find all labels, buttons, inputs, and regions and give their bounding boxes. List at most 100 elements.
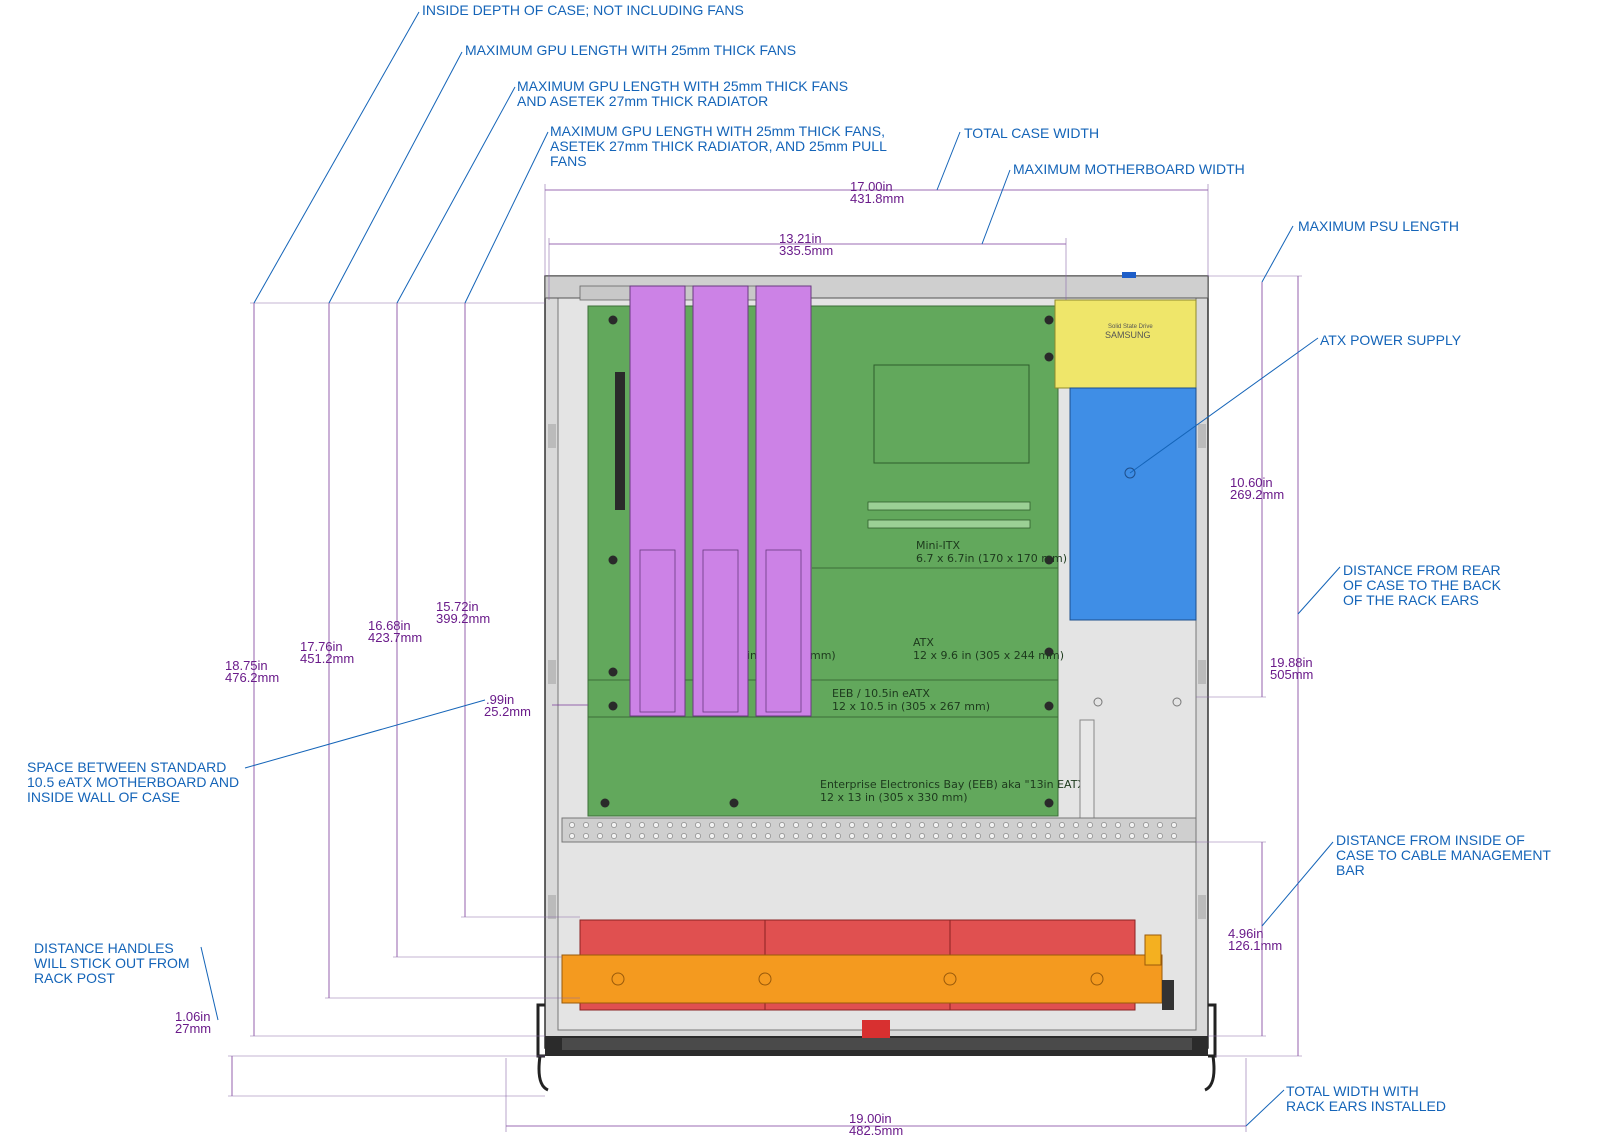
cable-bar-hole [933,833,939,839]
eeb-name: EEB / 10.5in eATX [832,687,930,700]
total-width-in: 19.00in [849,1111,892,1126]
psu-center-mark [1124,467,1136,479]
callout-gpu-pull-1: MAXIMUM GPU LENGTH WITH 25mm THICK FANS, [550,123,885,139]
cable-bar-hole [989,822,995,828]
callout-handles-2: WILL STICK OUT FROM [34,955,190,971]
cable-bar-hole [765,822,771,828]
psu-length-in: 10.60in [1230,475,1273,490]
callout-atx-psu: ATX POWER SUPPLY [1320,332,1462,348]
psu-body [1069,387,1197,621]
side-slot [548,660,556,684]
callout-psu-length: MAXIMUM PSU LENGTH [1298,218,1459,234]
callouts: INSIDE DEPTH OF CASE; NOT INCLUDING FANS… [27,2,1551,1114]
cable-bar-hole [1143,833,1149,839]
cable-bar-hole [1073,833,1079,839]
cable-bar-hole [1017,833,1023,839]
side-slot [548,424,556,448]
gap-in: .99in [486,692,514,707]
gpu-card-window [765,549,802,713]
callout-total-width-2: RACK EARS INSTALLED [1286,1098,1446,1114]
power-supply: SAMSUNG Solid State Drive [1054,299,1197,621]
cable-bar-hole [975,822,981,828]
leader-rack-ears [1297,566,1341,615]
cable-bar-hole [975,833,981,839]
cable-bar-in: 4.96in [1228,926,1263,941]
cable-bar-hole [1003,833,1009,839]
mini-itx-size: 6.7 x 6.7in (170 x 170 mm) [916,552,1067,565]
cable-bar-hole [807,822,813,828]
io-connector [615,372,625,510]
gpu-icon [755,285,812,717]
depth-in: 18.75in [225,658,268,673]
screw-icon [608,555,618,565]
cable-bar-hole [625,822,631,828]
cable-bar-hole [933,822,939,828]
cable-bar-hole [1087,833,1093,839]
screw-icon [1044,555,1054,565]
cable-bar-hole [947,822,953,828]
cable-bar-hole [863,822,869,828]
gpu-icon [629,285,686,717]
cable-bar-hole [1157,822,1163,828]
front-panel-inner [562,1038,1192,1050]
leader-handles [200,946,219,1021]
cable-bar-hole [1003,822,1009,828]
callout-gpu-fans: MAXIMUM GPU LENGTH WITH 25mm THICK FANS [465,42,796,58]
cable-bar-hole [1045,833,1051,839]
cable-bar-hole [793,822,799,828]
leader-atx-psu [1129,337,1319,474]
side-slot [1198,660,1206,684]
gpu-card-window [702,549,739,713]
callout-space-2: 10.5 eATX MOTHERBOARD AND [27,774,239,790]
cable-post [1079,719,1095,823]
mobo-width-mm: 335.5mm [779,243,833,258]
cable-bar-hole [891,822,897,828]
mobo-width-in: 13.21in [779,231,822,246]
callout-cable-bar-3: BAR [1336,862,1365,878]
cable-bar-hole [1101,833,1107,839]
cable-bar-hole [625,833,631,839]
cable-bar-hole [695,822,701,828]
cable-bar-hole [1115,833,1121,839]
leader-lines [200,11,1341,1127]
eatx-name: Enterprise Electronics Bay (EEB) aka "13… [820,778,1090,791]
cable-bar-hole [863,833,869,839]
screw-icon [1044,701,1054,711]
cable-bar-hole [709,822,715,828]
cable-bar-hole [597,833,603,839]
cable-bar-hole [1157,833,1163,839]
side-slot [1198,424,1206,448]
gpu-icon [692,285,749,717]
cable-bar-hole [723,822,729,828]
rack-ear-right [1204,1003,1217,1092]
cable-bar-hole [821,833,827,839]
total-width-mm: 482.5mm [849,1123,903,1138]
callout-cable-bar-2: CASE TO CABLE MANAGEMENT [1336,847,1551,863]
cable-bar-hole [681,822,687,828]
cable-bar-hole [849,822,855,828]
blue-tab [1122,272,1136,278]
callout-rack-ears-3: OF THE RACK EARS [1343,592,1479,608]
cable-bar-hole [1031,833,1037,839]
cable-bar-hole [681,833,687,839]
cable-bar-hole [1087,822,1093,828]
cable-bar-hole [1073,822,1079,828]
screw-icon [729,798,739,808]
callout-space-1: SPACE BETWEEN STANDARD [27,759,226,775]
leader-inside-depth [253,11,420,304]
screw-icon [1044,315,1054,325]
eatx-size: 12 x 13 in (305 x 330 mm) [820,791,968,804]
leader-gpu-asetek [396,86,516,304]
cable-bar-hole [1031,822,1037,828]
side-slot [548,895,556,919]
rack-ears-in: 19.88in [1270,655,1313,670]
leader-total-case-width [936,131,961,191]
pump-block [1162,980,1174,1010]
cable-bar-hole [821,822,827,828]
cable-bar-hole [653,822,659,828]
leader-psu-length [1261,225,1294,283]
cable-bar-hole [947,833,953,839]
callout-handles-1: DISTANCE HANDLES [34,940,174,956]
cable-bar-hole [583,822,589,828]
